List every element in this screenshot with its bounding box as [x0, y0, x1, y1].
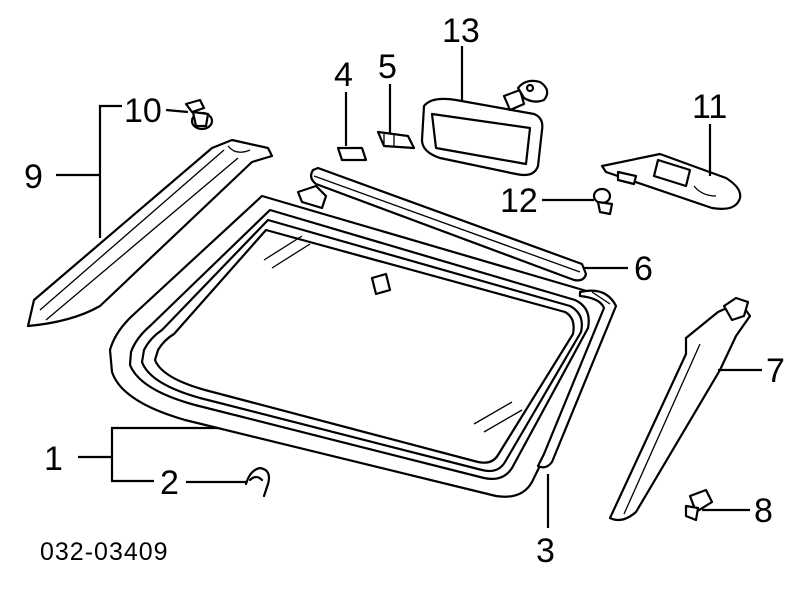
callout-6: 6: [634, 250, 653, 288]
glass-clip: [244, 466, 271, 498]
callout-10: 10: [124, 92, 162, 130]
callout-9: 9: [24, 158, 43, 196]
callout-13: 13: [442, 12, 480, 50]
callout-3: 3: [536, 532, 555, 570]
windshield-glass: [108, 194, 609, 498]
left-pillar-garnish: [26, 138, 274, 328]
callout-11: 11: [692, 88, 727, 126]
garnish-clip: [684, 488, 714, 522]
leader-lines: [56, 46, 762, 528]
callout-5: 5: [378, 48, 397, 86]
catalog-number: 032-03409: [40, 538, 169, 566]
glass-spacer: [336, 146, 368, 162]
upper-molding: [296, 166, 588, 282]
callout-7: 7: [766, 352, 785, 390]
mirror-cover: [600, 152, 742, 210]
callout-8: 8: [754, 492, 773, 530]
windshield-side-molding: [536, 289, 618, 469]
right-pillar-garnish: [608, 296, 752, 522]
callout-4: 4: [334, 56, 353, 94]
cover-clip: [592, 187, 614, 216]
callout-1: 1: [44, 440, 63, 478]
garnish-clip-upper: [184, 98, 214, 131]
callout-12: 12: [500, 182, 538, 220]
glass-spacer-mounted: [370, 272, 392, 296]
rearview-mirror: [420, 79, 549, 177]
glass-spacer-alt: [376, 130, 416, 150]
callout-2: 2: [160, 464, 179, 502]
